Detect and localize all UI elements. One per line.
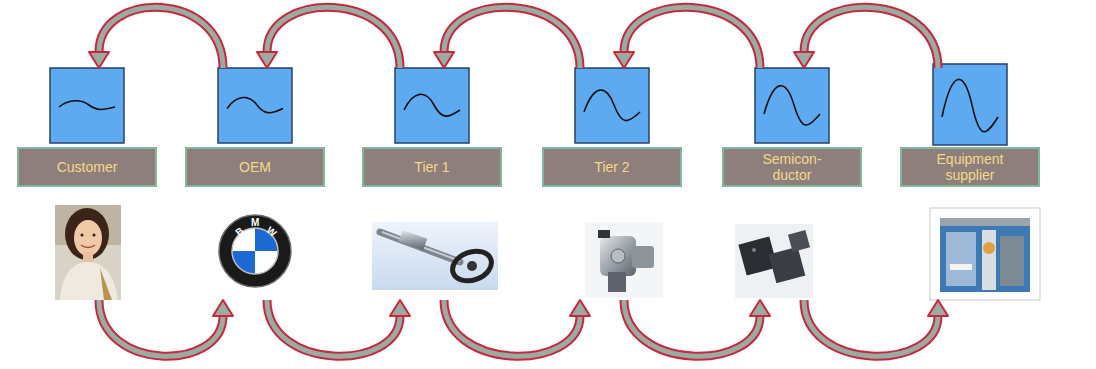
- stage-box: Customer: [17, 147, 157, 187]
- arrow-body: [267, 300, 400, 356]
- arrow-body-fill: [624, 300, 760, 356]
- supply-chain-stage: Equipment supplier: [895, 68, 1045, 300]
- logo-letter: M: [251, 217, 259, 228]
- arrow-head: [750, 300, 770, 316]
- flow-arrow: [794, 7, 938, 68]
- stage-label: Equipment supplier: [923, 151, 1018, 183]
- flow-arrow: [624, 300, 770, 356]
- bmw-logo: [219, 215, 291, 287]
- supply-chain-stage: Customer: [12, 68, 162, 300]
- flow-arrow: [257, 7, 400, 68]
- wave-boxes: [50, 64, 1007, 145]
- stage-label: Customer: [57, 159, 118, 175]
- arrow-head: [257, 52, 277, 68]
- supply-chain-stage: Tier 2: [537, 68, 687, 300]
- wave-curves: [59, 79, 998, 131]
- arrow-body: [444, 7, 580, 68]
- arrow-body: [99, 300, 223, 356]
- flow-arrow: [804, 300, 948, 356]
- customer-photo: [55, 205, 121, 300]
- arrow-body: [804, 300, 938, 356]
- flow-arrow: [99, 300, 233, 356]
- arrow-head: [434, 52, 454, 68]
- arrow-body: [444, 300, 580, 356]
- arrow-head: [614, 52, 634, 68]
- arrow-body-fill: [99, 7, 223, 68]
- supply-chain-stage: OEM: [180, 68, 330, 300]
- stage-label: OEM: [239, 159, 271, 175]
- stage-text-group: Tier 2: [594, 159, 629, 175]
- stage-label: Semicon- ductor: [756, 151, 828, 183]
- arrow-head: [794, 52, 814, 68]
- arrow-body: [99, 7, 223, 68]
- flow-arrow: [267, 300, 410, 356]
- flow-arrow: [444, 300, 590, 356]
- stage-label: Tier 2: [594, 159, 629, 175]
- arrow-body-fill: [99, 300, 223, 356]
- arrow-body: [624, 300, 760, 356]
- steering-column: [372, 222, 498, 290]
- supply-chain-stage: Semicon- ductor: [717, 68, 867, 300]
- flow-arrow: [434, 7, 580, 68]
- equipment-machine: [930, 208, 1040, 300]
- arrow-head: [390, 300, 410, 316]
- chip-set: [735, 224, 813, 298]
- stage-box: Equipment supplier: [900, 147, 1040, 187]
- arrow-body-fill: [267, 7, 400, 68]
- stage-text-group: Tier 1: [414, 159, 449, 175]
- stage-label: Tier 1: [414, 159, 449, 175]
- motor-unit: [585, 222, 663, 298]
- logo-letter: B: [233, 225, 246, 238]
- stage-text-group: Semicon- ductor: [756, 151, 828, 183]
- arrow-head: [213, 300, 233, 316]
- arrow-body-fill: [804, 300, 938, 356]
- stage-box: Tier 2: [542, 147, 682, 187]
- arrow-head: [570, 300, 590, 316]
- supply-chain-stage: Tier 1: [357, 68, 507, 300]
- stage-box: Semicon- ductor: [722, 147, 862, 187]
- arrow-body-fill: [624, 7, 760, 68]
- arrow-body-fill: [267, 300, 400, 356]
- stage-text-group: Customer: [57, 159, 118, 175]
- arrow-body-fill: [804, 7, 938, 68]
- arrow-body-fill: [444, 300, 580, 356]
- stage-box: Tier 1: [362, 147, 502, 187]
- flow-arrow: [614, 7, 760, 68]
- stage-text-group: Equipment supplier: [923, 151, 1018, 183]
- arrow-body: [624, 7, 760, 68]
- stage-box: OEM: [185, 147, 325, 187]
- arrow-body-fill: [444, 7, 580, 68]
- arrow-body: [804, 7, 938, 68]
- arrow-body: [267, 7, 400, 68]
- stage-text-group: OEM: [239, 159, 271, 175]
- arrow-head: [928, 300, 948, 316]
- logo-letter: W: [265, 224, 279, 239]
- flow-arrow: [89, 7, 223, 68]
- arrow-head: [89, 52, 109, 68]
